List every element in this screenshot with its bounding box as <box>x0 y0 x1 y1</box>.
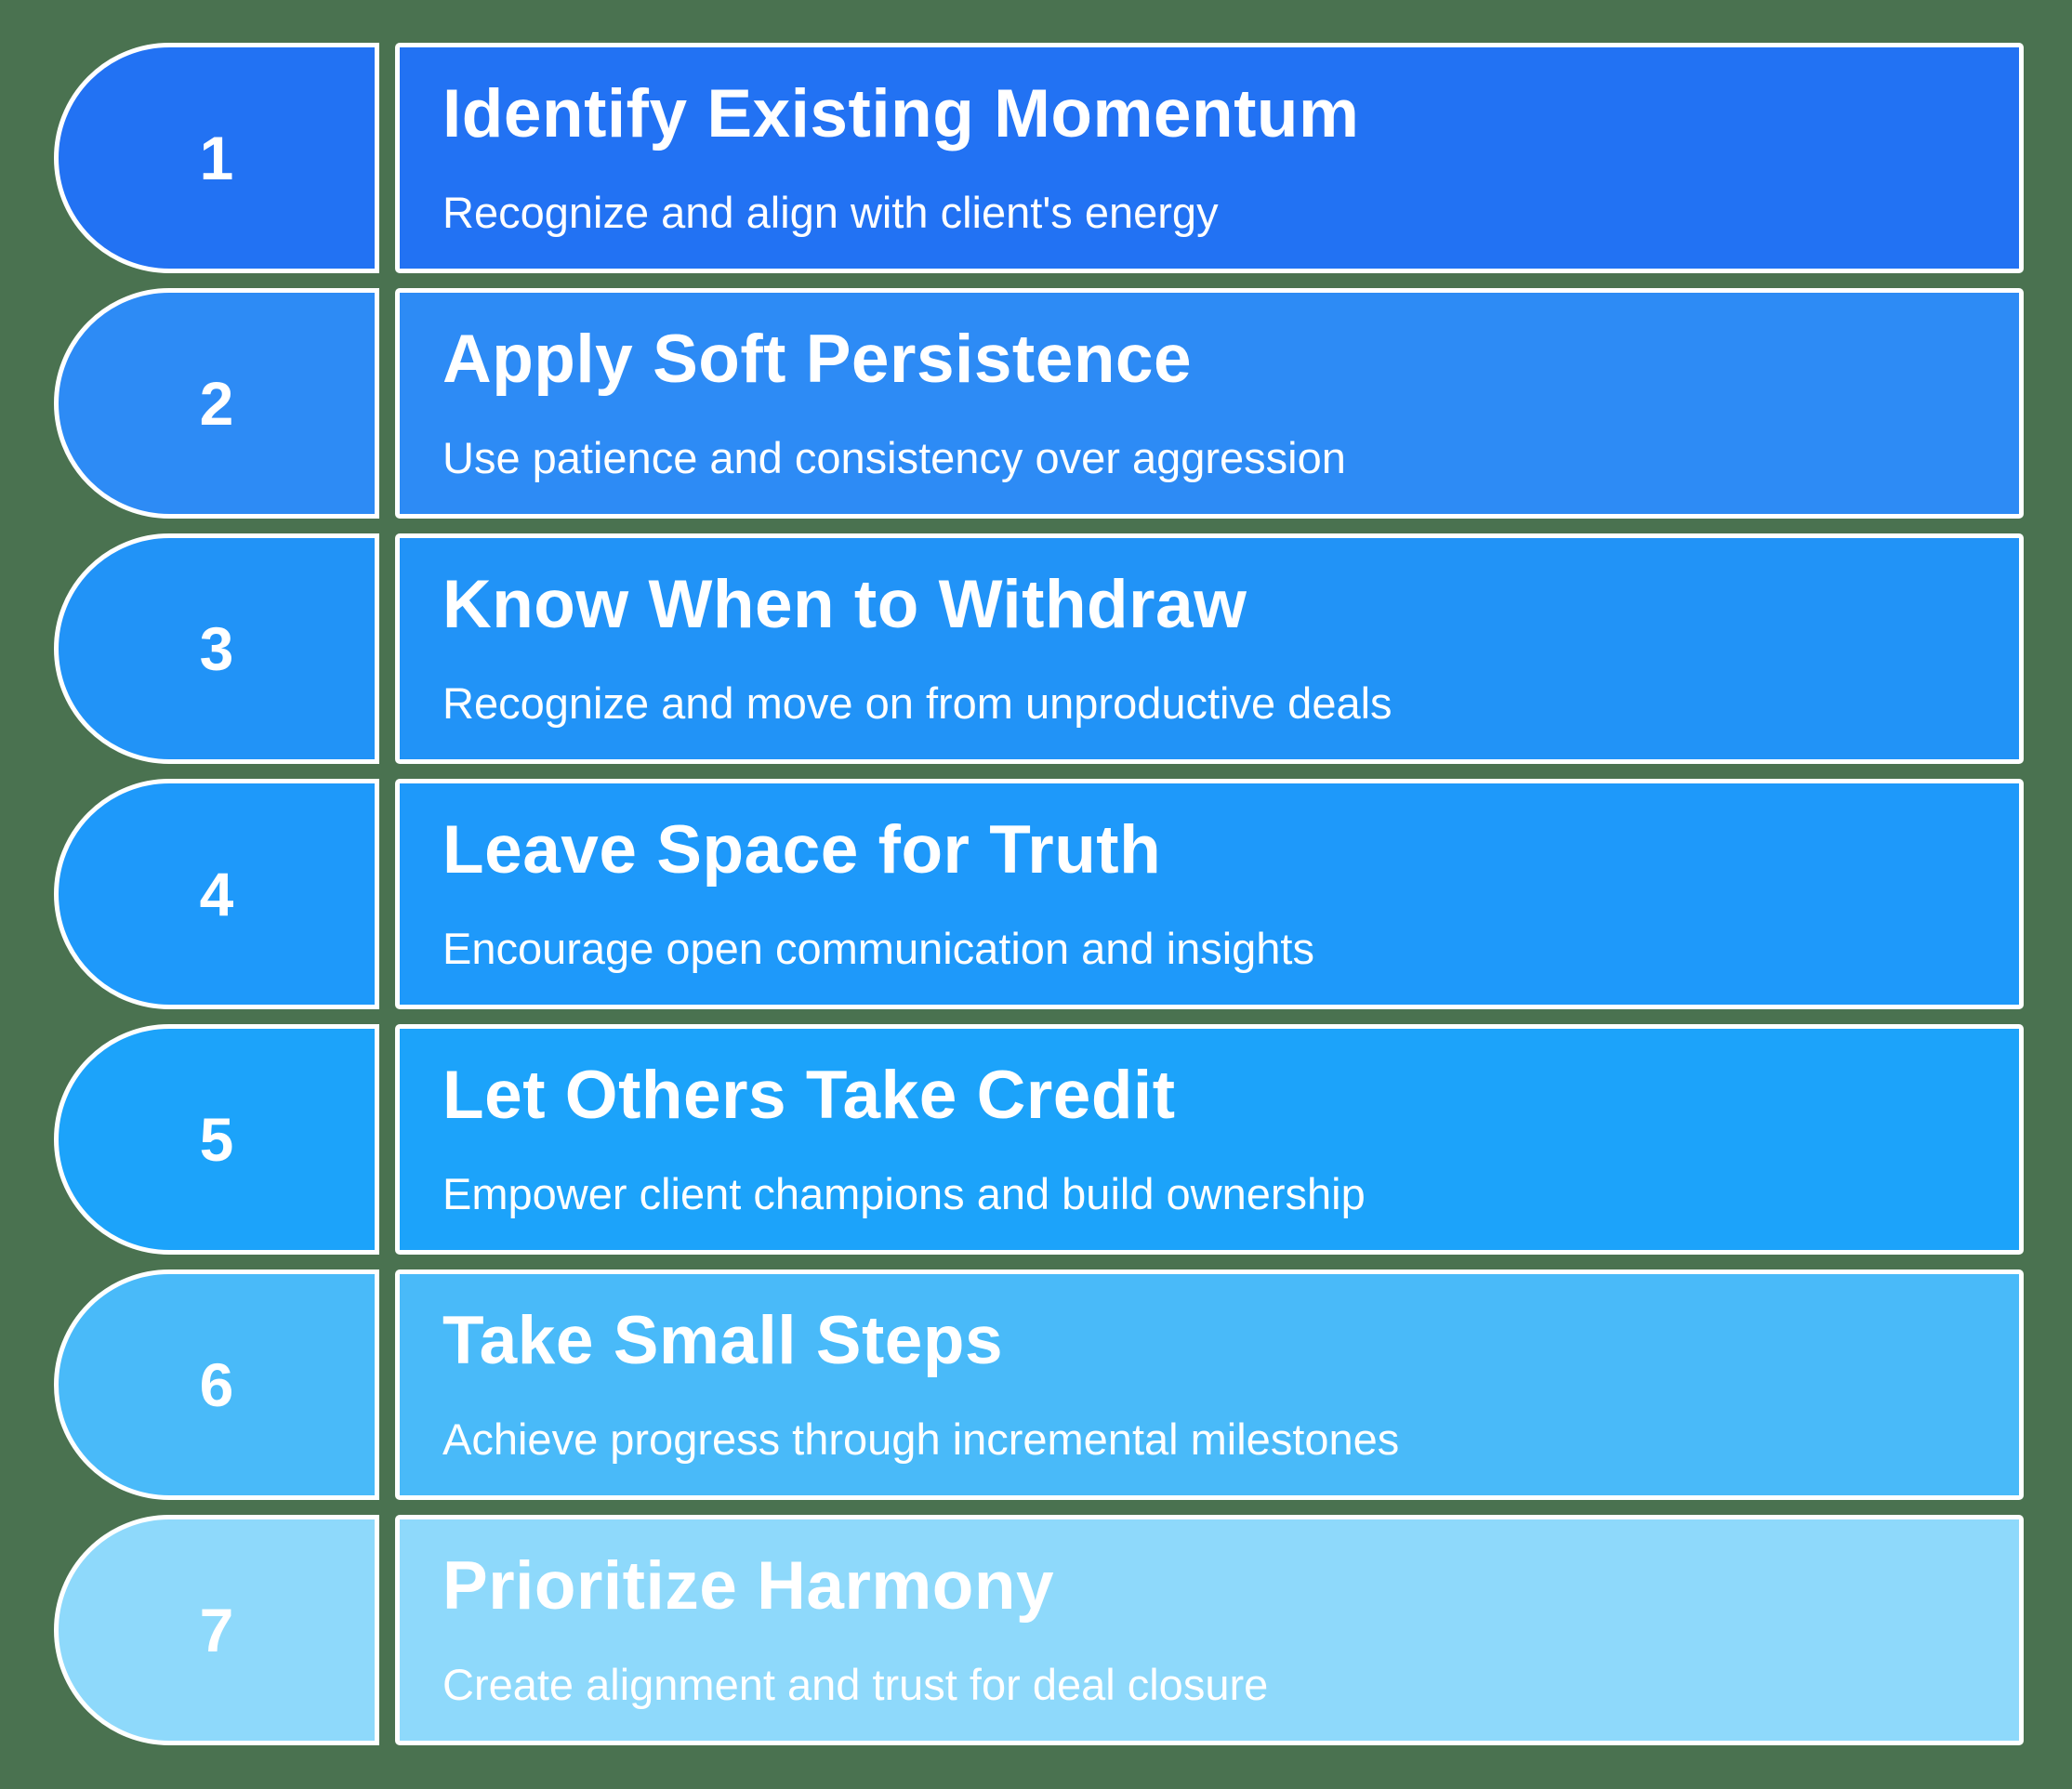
step-subtitle: Encourage open communication and insight… <box>442 924 1314 974</box>
step-row-7: 7 Prioritize Harmony Create alignment an… <box>54 1515 2024 1745</box>
step-title: Identify Existing Momentum <box>442 75 1360 151</box>
step-subtitle: Recognize and move on from unproductive … <box>442 678 1392 729</box>
step-row-3: 3 Know When to Withdraw Recognize and mo… <box>54 533 2024 764</box>
step-subtitle: Empower client champions and build owner… <box>442 1169 1366 1219</box>
step-number: 3 <box>199 614 234 683</box>
step-subtitle: Achieve progress through incremental mil… <box>442 1414 1400 1465</box>
step-number-pill: 4 <box>54 779 379 1009</box>
step-row-2: 2 Apply Soft Persistence Use patience an… <box>54 288 2024 519</box>
step-card: Know When to Withdraw Recognize and move… <box>395 533 2024 764</box>
step-number-pill: 2 <box>54 288 379 519</box>
step-number: 2 <box>199 369 234 438</box>
step-number: 4 <box>199 860 234 928</box>
step-row-4: 4 Leave Space for Truth Encourage open c… <box>54 779 2024 1009</box>
step-title: Prioritize Harmony <box>442 1547 1055 1624</box>
step-number: 5 <box>199 1105 234 1174</box>
step-number-pill: 5 <box>54 1024 379 1255</box>
step-number: 1 <box>199 124 234 192</box>
step-subtitle: Use patience and consistency over aggres… <box>442 433 1346 483</box>
step-number-pill: 3 <box>54 533 379 764</box>
step-title: Leave Space for Truth <box>442 811 1162 888</box>
step-card: Take Small Steps Achieve progress throug… <box>395 1269 2024 1500</box>
step-row-6: 6 Take Small Steps Achieve progress thro… <box>54 1269 2024 1500</box>
step-card: Apply Soft Persistence Use patience and … <box>395 288 2024 519</box>
step-title: Let Others Take Credit <box>442 1057 1176 1133</box>
step-row-5: 5 Let Others Take Credit Empower client … <box>54 1024 2024 1255</box>
step-number-pill: 7 <box>54 1515 379 1745</box>
step-number-pill: 1 <box>54 43 379 273</box>
step-number: 6 <box>199 1350 234 1419</box>
step-number: 7 <box>199 1596 234 1664</box>
step-subtitle: Create alignment and trust for deal clos… <box>442 1660 1269 1710</box>
step-row-1: 1 Identify Existing Momentum Recognize a… <box>54 43 2024 273</box>
step-card: Let Others Take Credit Empower client ch… <box>395 1024 2024 1255</box>
step-title: Apply Soft Persistence <box>442 321 1193 397</box>
step-title: Know When to Withdraw <box>442 566 1247 642</box>
step-subtitle: Recognize and align with client's energy <box>442 188 1219 238</box>
step-number-pill: 6 <box>54 1269 379 1500</box>
step-card: Prioritize Harmony Create alignment and … <box>395 1515 2024 1745</box>
step-card: Leave Space for Truth Encourage open com… <box>395 779 2024 1009</box>
step-title: Take Small Steps <box>442 1302 1004 1378</box>
step-card: Identify Existing Momentum Recognize and… <box>395 43 2024 273</box>
